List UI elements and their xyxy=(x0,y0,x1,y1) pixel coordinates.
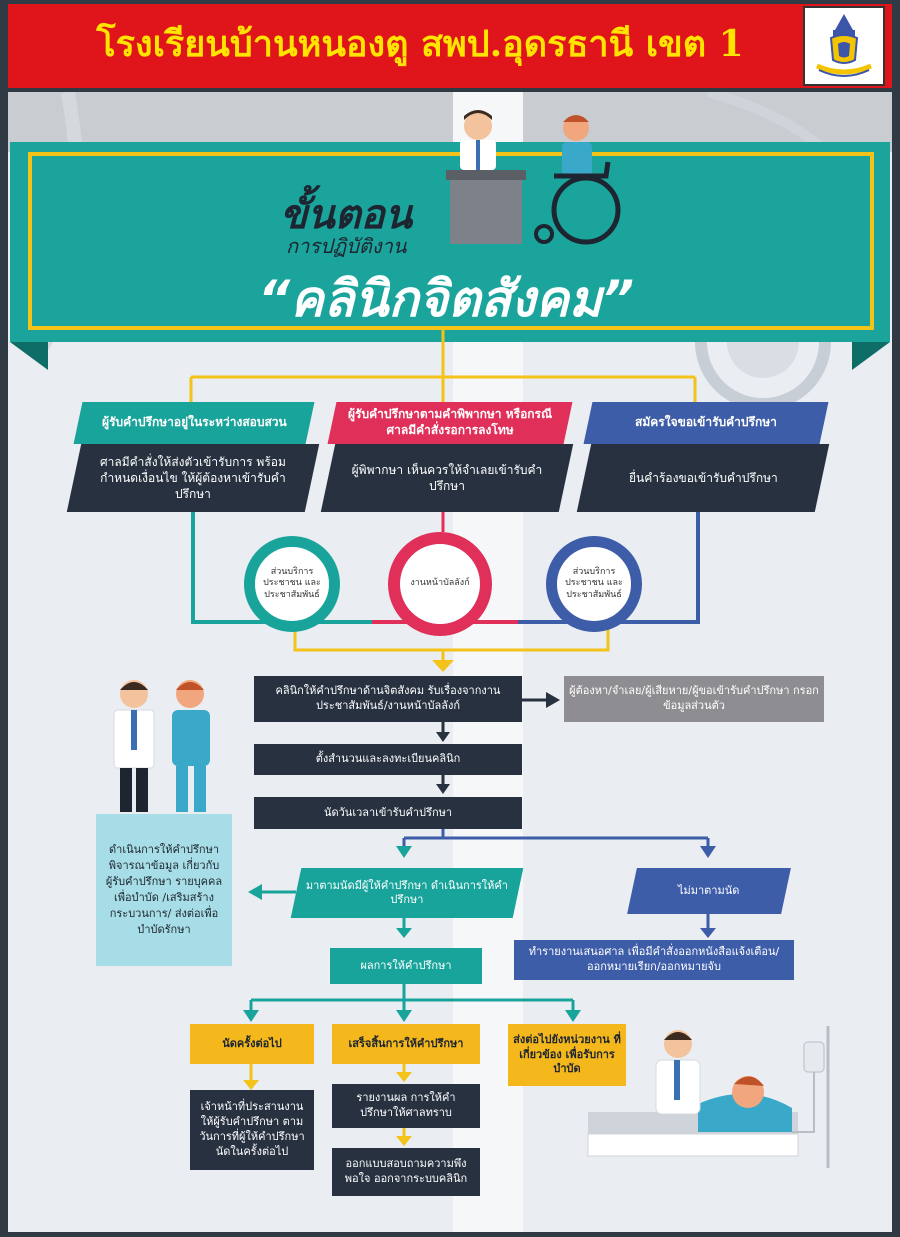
track-desc-voluntary: ยื่นคำร้องขอเข้ารับคำปรึกษา xyxy=(576,444,830,512)
track-desc-investigation: ศาลมีคำสั่งให้ส่งตัวเข้ารับการ พร้อมกำหน… xyxy=(66,444,320,512)
doctor-wheelchair-illustration xyxy=(446,110,621,245)
doctor-patient-illustration xyxy=(113,680,210,812)
track-desc-judgment: ผู้พิพากษา เห็นควรให้จำเลยเข้ารับคำปรึกษ… xyxy=(320,444,574,512)
outcome-next-appointment: นัดครั้งต่อไป xyxy=(190,1024,314,1064)
header-main-title: “คลินิกจิตสังคม” xyxy=(258,270,635,328)
outcome-refer: ส่งต่อไปยังหน่วยงาน ที่เกี่ยวข้อง เพื่อร… xyxy=(508,1024,626,1086)
hospital-bed-illustration xyxy=(587,1026,830,1168)
step-fill-personal-info: ผู้ต้องหา/จำเลย/ผู้เสียหาย/ผู้ขอเข้ารับค… xyxy=(564,676,824,722)
outcome-completed: เสร็จสิ้นการให้คำปรึกษา xyxy=(332,1024,480,1064)
track-tag-judgment: ผู้รับคำปรึกษาตามคำพิพากษา หรือกรณีศาลมี… xyxy=(327,402,573,444)
school-emblem-icon xyxy=(815,14,873,77)
step-appointment: นัดวันเวลาเข้ารับคำปรึกษา xyxy=(254,797,522,829)
step-result: ผลการให้คำปรึกษา xyxy=(330,948,482,984)
outcome-report-to-court: รายงานผล การให้คำปรึกษาให้ศาลทราบ xyxy=(332,1084,480,1128)
school-banner xyxy=(8,4,892,88)
note-counseling-process: ดำเนินการให้คำปรึกษา พิจารณาข้อมูล เกี่ย… xyxy=(96,814,232,966)
ring-court-bench: งานหน้าบัลลังก์ xyxy=(388,532,492,636)
header-ribbon-folds xyxy=(10,342,890,370)
track-tag-voluntary: สมัครใจขอเข้ารับคำปรึกษา xyxy=(583,402,829,444)
header-frame xyxy=(28,152,874,330)
outcome-exit-clinic: ออกแบบสอบถามความพึงพอใจ ออกจากระบบคลินิก xyxy=(332,1148,480,1196)
step-no-show: ไม่มาตามนัด xyxy=(627,868,791,914)
school-title: โรงเรียนบ้านหนองตู สพป.อุดรธานี เขต 1 xyxy=(96,23,744,65)
school-logo xyxy=(803,6,885,86)
step-no-show-report: ทำรายงานเสนอศาล เพื่อมีคำสั่งออกหนังสือแ… xyxy=(514,940,794,980)
step-attended: มาตามนัดมีผู้ให้คำปรึกษา ดำเนินการให้คำป… xyxy=(290,868,524,918)
poster: ขั้นตอน การปฏิบัติงาน “คลินิกจิตสังคม” xyxy=(8,92,892,1232)
header-subtitle: การปฏิบัติงาน xyxy=(286,234,407,258)
flow-connectors xyxy=(189,330,716,1146)
step-intake: คลินิกให้คำปรึกษาด้านจิตสังคม รับเรื่องจ… xyxy=(254,676,522,722)
header-title: ขั้นตอน xyxy=(280,192,413,238)
step-register: ตั้งสำนวนและลงทะเบียนคลินิก xyxy=(254,744,522,775)
ring-public-service-1: ส่วนบริการประชาชน และประชาสัมพันธ์ xyxy=(244,536,340,632)
track-tag-investigation: ผู้รับคำปรึกษาอยู่ในระหว่างสอบสวน xyxy=(73,402,315,444)
outcome-next-appointment-desc: เจ้าหน้าที่ประสานงาน ให้ผู้รับคำปรึกษา ต… xyxy=(190,1090,314,1170)
ring-public-service-2: ส่วนบริการประชาชน และประชาสัมพันธ์ xyxy=(546,536,642,632)
